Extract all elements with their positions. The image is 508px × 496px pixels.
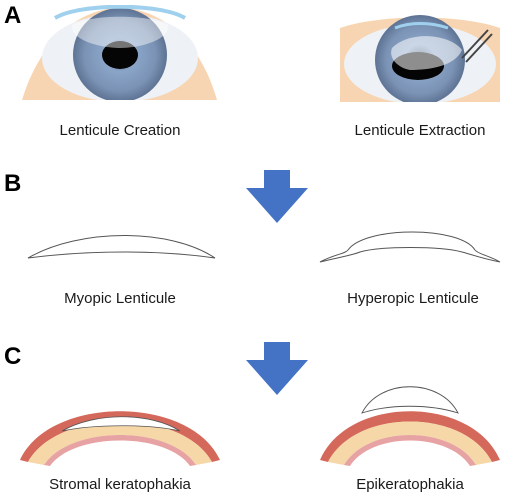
panel-letter-a: A [4,2,22,29]
pupil-left [102,41,138,69]
stromal-keratophakia-illustration [20,411,220,466]
caption-lenticule-extraction: Lenticule Extraction [354,122,486,139]
caption-lenticule-creation: Lenticule Creation [59,122,181,139]
cornea-cap-left [53,5,187,20]
caption-stromal-keratophakia: Stromal keratophakia [49,476,191,493]
epikeratophakia-illustration [320,386,500,466]
onlay-lenticule-epi [361,386,459,414]
down-arrow-2 [246,342,308,395]
forceps-icon [461,29,493,63]
incision-right [394,22,449,30]
caption-myopic-lenticule: Myopic Lenticule [64,290,176,307]
hyperopic-lenticule-shape [319,231,501,263]
panel-letter-c: C [4,343,22,370]
down-arrow-1 [246,170,308,223]
implanted-lenticule-stromal [61,416,181,432]
lenticule-left [71,16,169,48]
caption-epikeratophakia: Epikeratophakia [356,476,464,493]
myopic-lenticule-shape [27,235,216,259]
lenticule-extracted [391,36,462,70]
caption-hyperopic-lenticule: Hyperopic Lenticule [347,290,479,307]
panel-letter-b: B [4,170,22,197]
lenticule-creation-eye-illustration [22,5,217,100]
lenticule-extraction-eye-illustration [340,15,500,102]
